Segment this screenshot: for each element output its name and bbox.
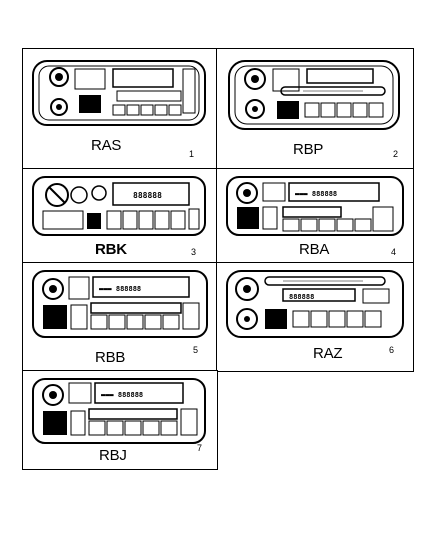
callout-number: 5 (193, 345, 199, 355)
model-label: RBK (95, 241, 127, 258)
radio-illustration-rba: ▬▬▬ 888888 (226, 176, 404, 236)
radio-illustration-rbj: ▬▬▬ 888888 (32, 378, 206, 444)
callout-number: 1 (189, 149, 195, 159)
cell-rba: ▬▬▬ 888888 RBA 4 (216, 168, 414, 264)
svg-text:888888: 888888 (133, 191, 162, 200)
model-label: RBP (293, 141, 324, 158)
callout-number: 4 (391, 247, 397, 257)
callout-number: 6 (389, 345, 395, 355)
cell-raz: 888888 RAZ 6 (216, 262, 414, 372)
model-label: RBB (95, 349, 126, 366)
svg-text:▬▬▬ 888888: ▬▬▬ 888888 (101, 391, 143, 399)
radio-illustration-rbb: ▬▬▬ 888888 (32, 270, 208, 338)
model-label: RBA (299, 241, 330, 258)
radio-diagram-grid: RAS 1 RBP 2 (22, 48, 414, 470)
radio-illustration-ras (32, 60, 206, 126)
callout-number: 7 (197, 443, 203, 453)
radio-illustration-rbp (228, 60, 400, 130)
cell-rbk: 888888 RBK 3 (22, 168, 218, 264)
svg-text:888888: 888888 (289, 293, 314, 301)
callout-number: 3 (191, 247, 197, 257)
model-label: RBJ (99, 447, 127, 464)
cell-rbp: RBP 2 (216, 48, 414, 170)
svg-text:▬▬▬ 888888: ▬▬▬ 888888 (295, 190, 337, 198)
callout-number: 2 (393, 149, 399, 159)
svg-text:▬▬▬ 888888: ▬▬▬ 888888 (99, 285, 141, 293)
model-label: RAZ (313, 345, 343, 362)
radio-illustration-rbk: 888888 (32, 176, 206, 236)
model-label: RAS (91, 137, 122, 154)
cell-rbb: ▬▬▬ 888888 RBB 5 (22, 262, 218, 372)
cell-ras: RAS 1 (22, 48, 218, 170)
radio-illustration-raz: 888888 (226, 270, 404, 338)
cell-rbj: ▬▬▬ 888888 RBJ 7 (22, 370, 218, 470)
